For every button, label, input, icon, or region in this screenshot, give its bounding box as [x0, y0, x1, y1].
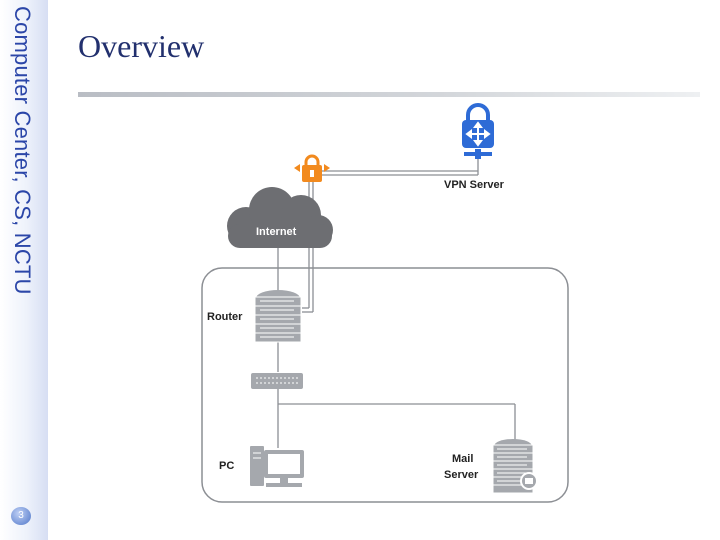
title-divider	[78, 92, 700, 97]
vpn-lock-icon	[462, 103, 494, 159]
cloud-icon	[227, 187, 333, 248]
slide-title: Overview	[78, 28, 205, 64]
lan-boundary	[201, 267, 569, 503]
pc-icon	[250, 446, 304, 487]
page-number-badge: 3	[11, 507, 31, 525]
internet-label: Internet	[256, 226, 297, 238]
switch-icon	[251, 373, 303, 389]
pc-label: PC	[219, 460, 234, 472]
mail-server-icon	[492, 439, 538, 494]
mail-server-label-line1: Mail	[452, 453, 473, 465]
router-server-icon	[254, 290, 302, 343]
sidebar: Computer Center, CS, NCTU 3	[0, 0, 48, 540]
mail-server-label-line2: Server	[444, 469, 479, 481]
orange-lock-icon	[294, 154, 330, 182]
router-label: Router	[207, 311, 243, 323]
connection-lines	[277, 159, 516, 448]
sidebar-title: Computer Center, CS, NCTU	[10, 6, 35, 295]
vpn-server-label: VPN Server	[444, 179, 505, 191]
